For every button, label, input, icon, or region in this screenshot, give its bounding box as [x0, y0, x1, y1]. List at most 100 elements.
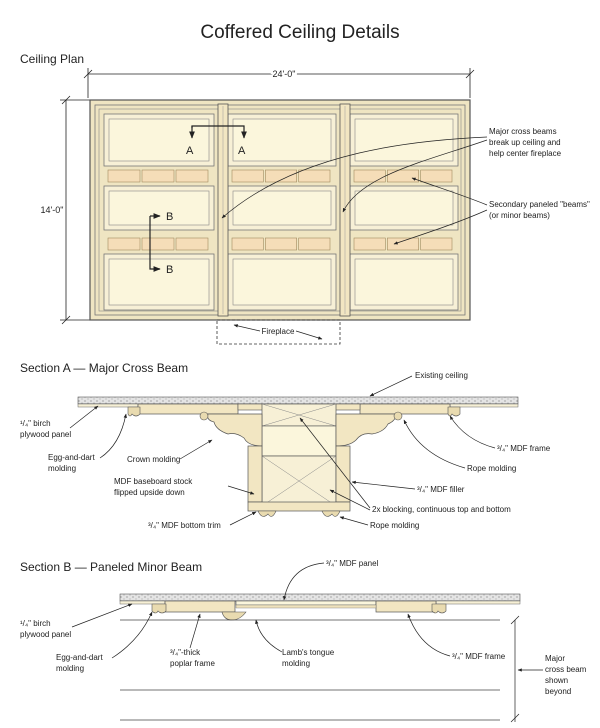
minor-beam-block	[141, 169, 175, 183]
rope-molding-right	[393, 411, 403, 421]
mdf-frame-left	[137, 403, 239, 415]
section-a-heading: Section A — Major Cross Beam	[20, 361, 188, 375]
birch-panel-b-right	[435, 600, 521, 605]
rope-molding-left	[199, 411, 209, 421]
fireplace-arrow-right	[295, 330, 323, 340]
leader-lambs	[255, 619, 283, 653]
leader-mdf-panel-b	[283, 562, 325, 601]
rope-molding-bottom-left	[257, 510, 277, 517]
leader-mdf-frame-b	[407, 613, 451, 657]
label-mdf-filler: ³/₄" MDF filler	[417, 485, 465, 494]
minor-beam-block	[141, 237, 175, 251]
diagram-title: Coffered Ceiling Details	[200, 22, 399, 43]
label-crown-molding: Crown molding	[127, 455, 180, 464]
birch-panel-left	[77, 403, 139, 408]
fireplace-label: Fireplace	[262, 327, 295, 336]
section-cut-a	[189, 125, 247, 139]
ceiling-panel-field	[232, 258, 332, 306]
egg-dart-b-right	[431, 603, 447, 614]
leader-bottom-trim	[229, 511, 257, 526]
minor-beam-block	[298, 237, 331, 251]
section-marker-b-top: B	[166, 211, 173, 223]
birch-panel-right	[449, 403, 519, 408]
poplar-frame-right	[375, 600, 437, 613]
section-b-drawing	[119, 593, 521, 723]
section-marker-a-left: A	[186, 145, 194, 157]
width-dimension	[83, 68, 475, 98]
minor-beam-block	[353, 237, 386, 251]
leader-rope-bottom	[339, 516, 369, 526]
leader-egg-dart-a	[99, 413, 127, 459]
minor-beam-block	[353, 169, 386, 183]
mdf-panel-b	[235, 600, 377, 606]
leader-egg-dart-b	[111, 611, 153, 659]
callout-secondary-beams: Secondary paneled "beams"(or minor beams…	[393, 177, 590, 245]
minor-beam-block	[265, 237, 297, 251]
ceiling-panels	[103, 113, 459, 311]
svg-text:Secondary paneled "beams"(or m: Secondary paneled "beams"(or minor beams…	[489, 200, 590, 220]
minor-beams	[107, 169, 453, 251]
section-a-drawing	[77, 396, 519, 517]
ceiling-panel-field	[354, 118, 454, 162]
label-blocking: 2x blocking, continuous top and bottom	[372, 505, 511, 514]
minor-beam-block	[387, 237, 419, 251]
ceiling-panel-field	[232, 118, 332, 162]
height-dimension	[60, 95, 90, 325]
section-marker-a-right: A	[238, 145, 246, 157]
leader-mdf-frame-a	[449, 415, 496, 449]
leader-rope-right	[403, 419, 466, 469]
leader-birch-b	[71, 603, 133, 628]
section-b-heading: Section B — Paneled Minor Beam	[20, 560, 202, 574]
minor-beam-block	[420, 169, 453, 183]
minor-beam-block	[231, 169, 264, 183]
birch-panel-b-left	[119, 600, 166, 605]
section-cut-b	[149, 213, 161, 272]
leader-blocking-bottom	[329, 489, 371, 511]
crown-molding-left	[207, 413, 263, 447]
ceiling-panel-field	[108, 190, 210, 226]
height-dimension-label: 14'-0"	[41, 205, 64, 215]
minor-beam-block	[107, 169, 141, 183]
leader-birch-a	[69, 405, 99, 429]
mdf-filler-core	[261, 425, 337, 457]
label-rope-molding-bottom: Rope molding	[370, 521, 419, 530]
leader-blocking-top	[299, 417, 371, 509]
minor-beam-block	[175, 237, 209, 251]
existing-ceiling-a	[77, 396, 519, 405]
fireplace-outline	[216, 319, 341, 345]
leader-mdf-baseboard	[227, 485, 255, 495]
label-mdf-panel-b: ³/₄" MDF panel	[326, 559, 379, 568]
minor-beam-block	[298, 169, 331, 183]
poplar-frame-left	[164, 600, 236, 613]
lambs-tongue-left	[221, 611, 247, 621]
minor-beam-block	[387, 169, 419, 183]
egg-dart-right	[447, 406, 461, 417]
existing-ceiling-b	[119, 593, 521, 602]
leader-poplar	[189, 613, 201, 649]
ceiling-panel-field	[232, 190, 332, 226]
label-rope-molding-right: Rope molding	[467, 464, 516, 473]
mdf-baseboard-left	[247, 445, 263, 503]
ceiling-panel-field	[108, 258, 210, 306]
ceiling-panel-field	[354, 190, 454, 226]
ceiling-plan-heading: Ceiling Plan	[20, 52, 84, 66]
ceiling-panel-field	[108, 118, 210, 162]
mdf-bottom-trim	[247, 501, 351, 512]
minor-beam-block	[420, 237, 453, 251]
leader-mdf-filler	[351, 480, 416, 490]
mdf-baseboard-right	[335, 445, 351, 503]
crown-molding-right	[335, 413, 396, 447]
lambs-tongue-mid	[235, 604, 377, 609]
egg-dart-b	[151, 603, 167, 614]
minor-beam-block	[231, 237, 264, 251]
minor-beam-block	[107, 237, 141, 251]
